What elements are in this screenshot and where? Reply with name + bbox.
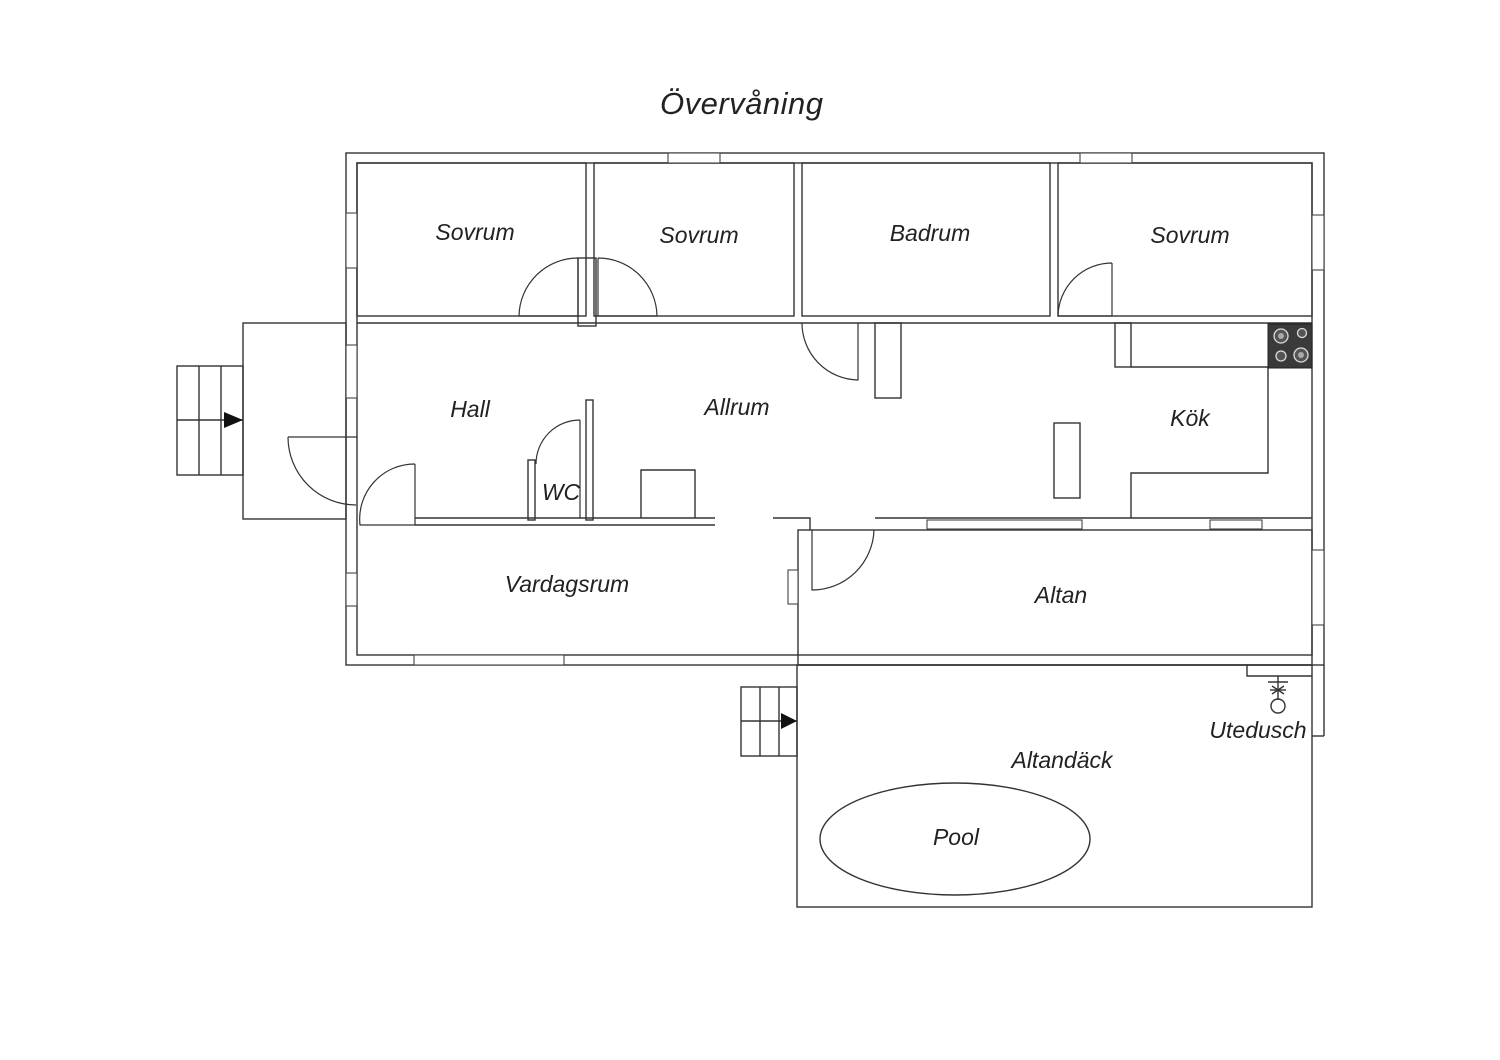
doors (287, 257, 1113, 591)
plan-title: Övervåning (660, 86, 824, 121)
pool-shape (819, 782, 1091, 896)
label-sovrum-2: Sovrum (659, 222, 738, 248)
label-kok: Kök (1170, 405, 1211, 431)
label-badrum: Badrum (890, 220, 971, 246)
entrance-porch (242, 322, 347, 520)
label-wc: WC (542, 479, 581, 505)
interior-walls (415, 399, 1312, 530)
label-hall: Hall (450, 396, 491, 422)
label-utedusch: Utedusch (1209, 717, 1306, 743)
deck-stairs-icon (740, 686, 798, 757)
stove-icon (1267, 323, 1313, 369)
stairs-icon (176, 365, 244, 476)
room-labels: Sovrum Sovrum Badrum Sovrum Hall Allrum … (435, 219, 1306, 850)
label-sovrum-3: Sovrum (1150, 222, 1229, 248)
label-allrum: Allrum (702, 394, 769, 420)
room-walls-top (356, 162, 1313, 518)
label-sovrum-1: Sovrum (435, 219, 514, 245)
label-altan: Altan (1033, 582, 1087, 608)
label-pool: Pool (933, 824, 980, 850)
windows (345, 152, 1325, 666)
label-vardagsrum: Vardagsrum (505, 571, 629, 597)
shower-icon (1268, 676, 1288, 714)
label-altandack: Altandäck (1009, 747, 1114, 773)
